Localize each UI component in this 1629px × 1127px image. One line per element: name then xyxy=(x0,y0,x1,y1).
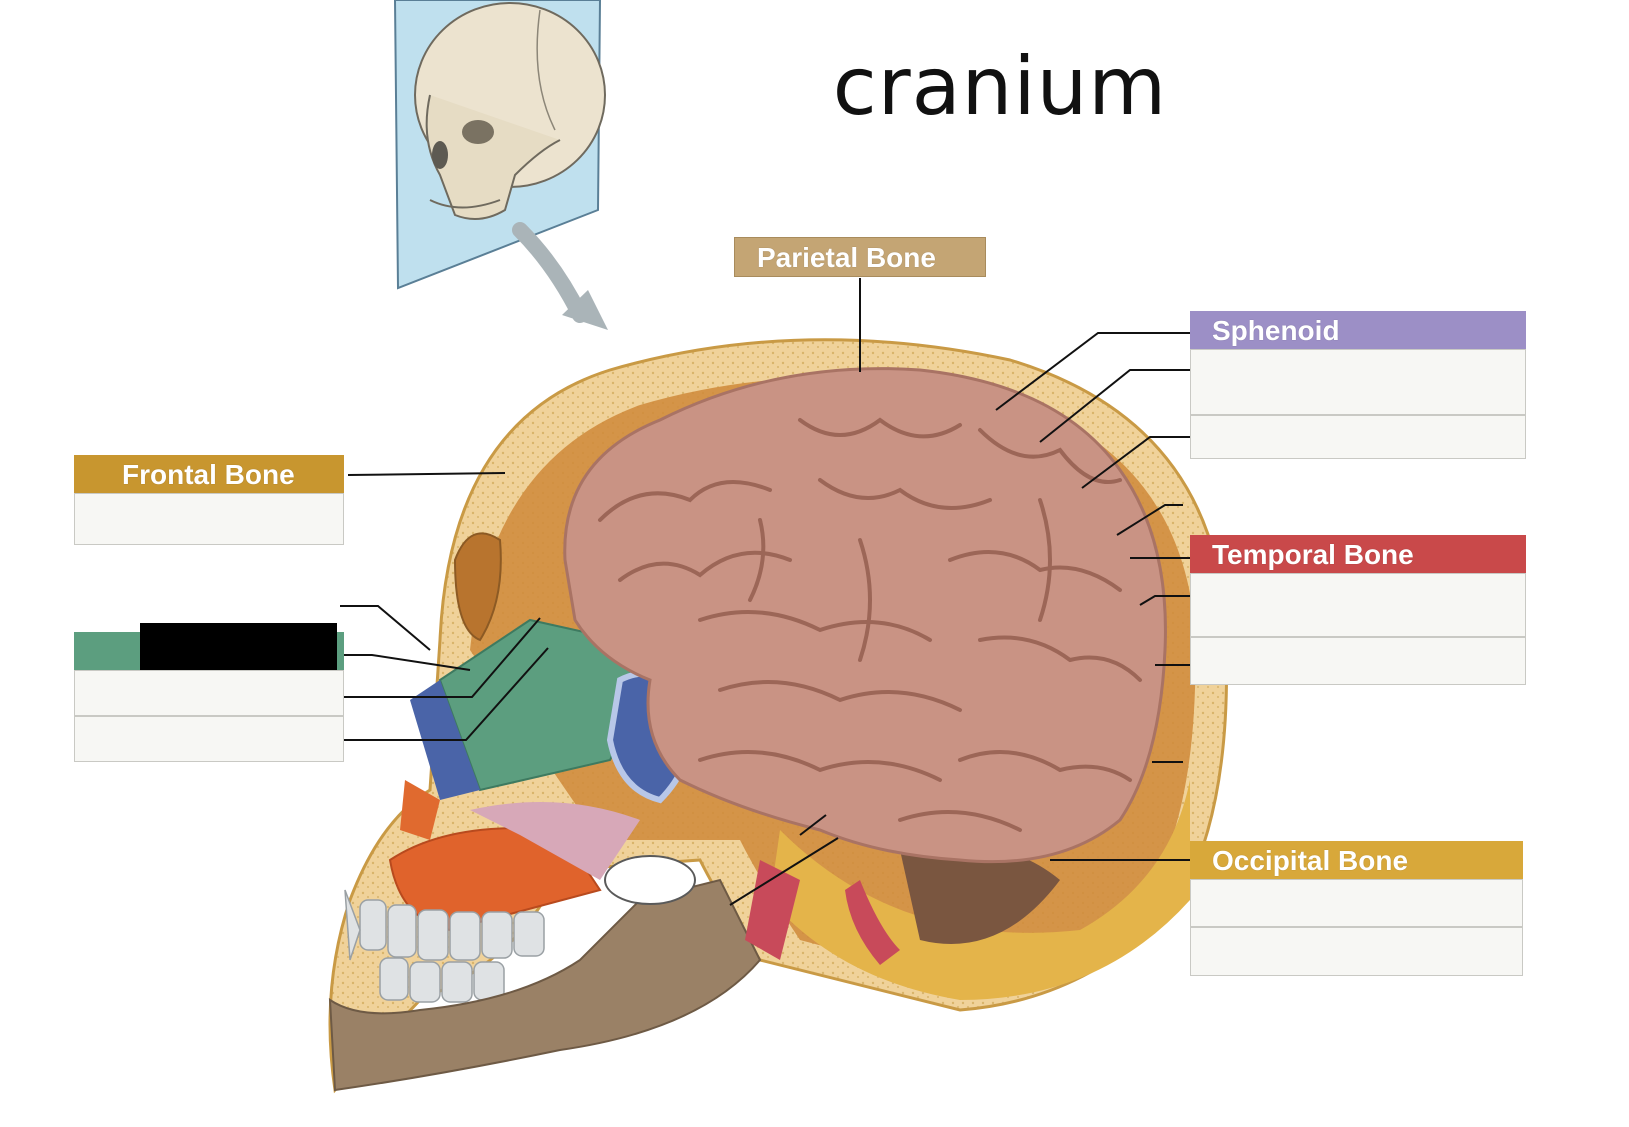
diagram-title: cranium xyxy=(832,40,1168,133)
brain xyxy=(563,367,1167,864)
label-parietal-bone: Parietal Bone xyxy=(734,237,986,277)
sphenoid-answer-blank-1[interactable] xyxy=(1190,349,1526,415)
label-sphenoid: Sphenoid xyxy=(1190,311,1526,349)
sphenoid-answer-blank-2[interactable] xyxy=(1190,415,1526,459)
label-frontal-bone: Frontal Bone xyxy=(74,455,344,493)
leader-lines xyxy=(340,278,1196,906)
label-occipital-bone: Occipital Bone xyxy=(1190,841,1523,879)
skull-inset xyxy=(393,0,608,330)
ethmoid-answer-blank-1[interactable] xyxy=(74,670,344,716)
label-temporal-bone: Temporal Bone xyxy=(1190,535,1526,573)
ethmoid-answer-blank-2[interactable] xyxy=(74,716,344,762)
occipital-answer-blank-2[interactable] xyxy=(1190,927,1523,976)
occipital-answer-blank-1[interactable] xyxy=(1190,879,1523,927)
temporal-answer-blank-1[interactable] xyxy=(1190,573,1526,637)
temporal-answer-blank-2[interactable] xyxy=(1190,637,1526,685)
frontal-answer-blank[interactable] xyxy=(74,493,344,545)
